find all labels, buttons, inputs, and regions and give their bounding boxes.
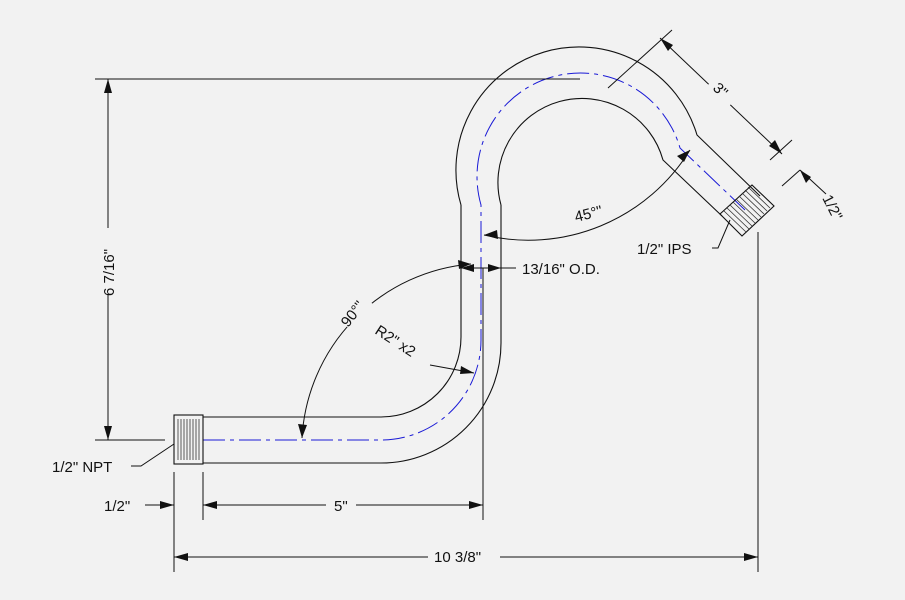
- outer-diameter-label: 13/16" O.D.: [522, 261, 600, 278]
- dim-angle-90: 90°": [298, 260, 472, 439]
- height-label: 6 7/16": [101, 249, 118, 296]
- callout-inlet-thread: 1/2" NPT: [52, 443, 175, 476]
- inlet-thread: [173, 414, 204, 465]
- outlet-thread-hatch: [723, 186, 771, 233]
- dim-inlet-thread-length: 1/2": [104, 472, 215, 520]
- callout-outlet-thread: 1/2" IPS: [637, 219, 731, 258]
- dim-radius: R2" x2: [372, 322, 475, 374]
- radius-label: R2" x2: [372, 322, 419, 361]
- outlet-thread-length-label: 1/2": [818, 192, 845, 223]
- inlet-thread-hatch: [177, 419, 200, 460]
- inlet-thread-body: [173, 414, 204, 465]
- pipe-body: [203, 46, 761, 464]
- dim-height: 6 7/16": [95, 78, 580, 441]
- pipe-centerline: [203, 72, 746, 441]
- pipe-wall-top-inner: [497, 97, 723, 217]
- pipe-wall-lower: [203, 342, 502, 464]
- dim-width: 10 3/8": [173, 232, 759, 572]
- width-label: 10 3/8": [434, 549, 481, 566]
- outlet-thread-body: [719, 184, 775, 237]
- inlet-thread-label: 1/2" NPT: [52, 459, 112, 476]
- dim-outlet-thread-length: 1/2": [781, 169, 845, 223]
- dim-outer-diameter: 13/16" O.D.: [461, 261, 600, 278]
- inlet-thread-length-label: 1/2": [104, 498, 130, 515]
- pipe-wall-top-outer: [455, 46, 761, 206]
- straight-length-label: 5": [334, 498, 348, 515]
- angle-45-label: 45°": [573, 203, 604, 226]
- dim-outlet-length: 3": [607, 29, 793, 161]
- outlet-thread-label: 1/2" IPS: [637, 241, 692, 258]
- outlet-thread: [719, 184, 775, 237]
- dim-angle-45: 45°": [483, 149, 691, 241]
- pipe-wall-upper: [203, 336, 462, 418]
